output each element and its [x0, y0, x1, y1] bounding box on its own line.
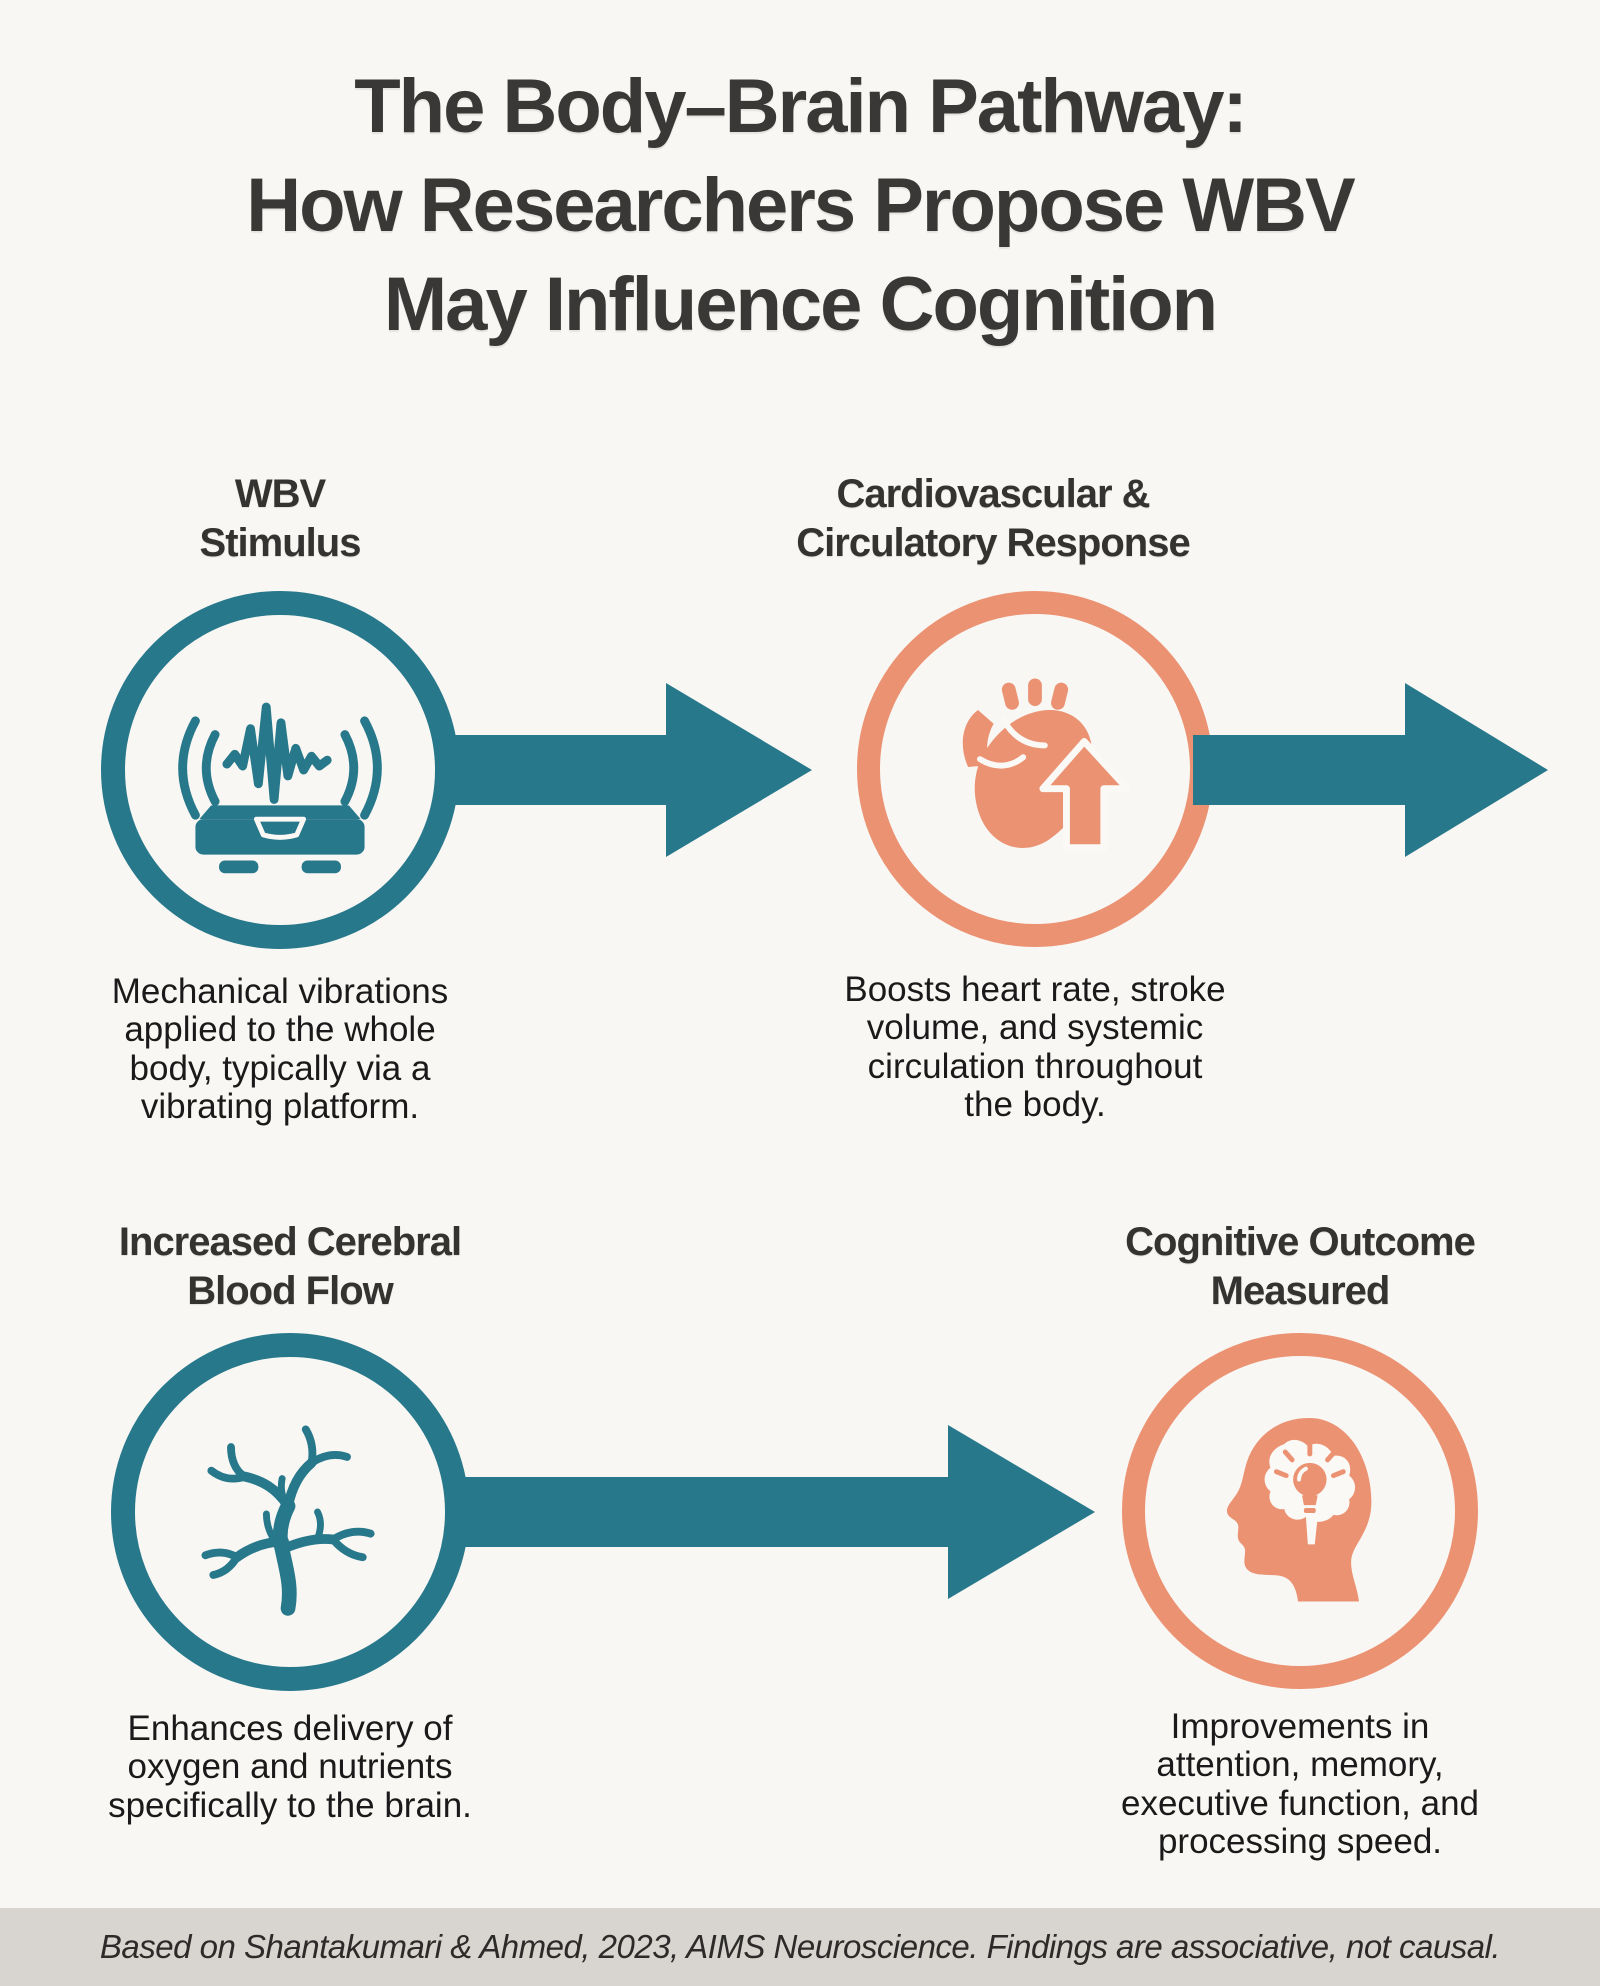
- stage-cognitive-outcome: Cognitive Outcome Measured: [1080, 1218, 1520, 1862]
- stage-cerebral-blood-flow: Increased Cerebral Blood Flow: [70, 1218, 510, 1825]
- stage-icon-circle: [111, 1332, 469, 1691]
- flow-arrow-icon: [452, 1425, 1095, 1599]
- page-title: The Body–Brain Pathway: How Researchers …: [246, 64, 1356, 347]
- source-citation: Based on Shantakumari & Ahmed, 2023, AIM…: [99, 1928, 1501, 1965]
- stage-heading: Cardiovascular & Circulatory Response: [796, 472, 1190, 565]
- stage-description: Enhances delivery of oxygen and nutrient…: [108, 1708, 472, 1825]
- stage-icon-circle: [101, 590, 459, 949]
- stage-description: Mechanical vibrations applied to the who…: [111, 971, 449, 1127]
- flow-arrow-icon: [1193, 683, 1548, 857]
- stage-icon-circle: [1122, 1332, 1478, 1689]
- stage-heading: Increased Cerebral Blood Flow: [118, 1220, 462, 1313]
- footer-strip: Based on Shantakumari & Ahmed, 2023, AIM…: [0, 1908, 1600, 1986]
- stage-heading: WBV Stimulus: [199, 472, 362, 565]
- stage-description: Boosts heart rate, stroke volume, and sy…: [844, 969, 1226, 1125]
- stage-heading: Cognitive Outcome Measured: [1125, 1220, 1476, 1313]
- vibration-platform-icon: [178, 702, 382, 873]
- stage-wbv-stimulus: WBV Stimulus Mechanical vibr: [60, 470, 500, 1127]
- head-lightbulb-icon: [1226, 1417, 1372, 1602]
- cerebral-vessels-icon: [201, 1425, 375, 1616]
- flow-arrow-icon: [438, 683, 812, 857]
- stage-icon-circle: [857, 590, 1213, 947]
- stage-cardiovascular-response: Cardiovascular & Circulatory Response Bo…: [796, 470, 1250, 1125]
- stage-description: Improvements in attention, memory, execu…: [1120, 1706, 1479, 1862]
- heart-circulation-icon: [962, 678, 1131, 851]
